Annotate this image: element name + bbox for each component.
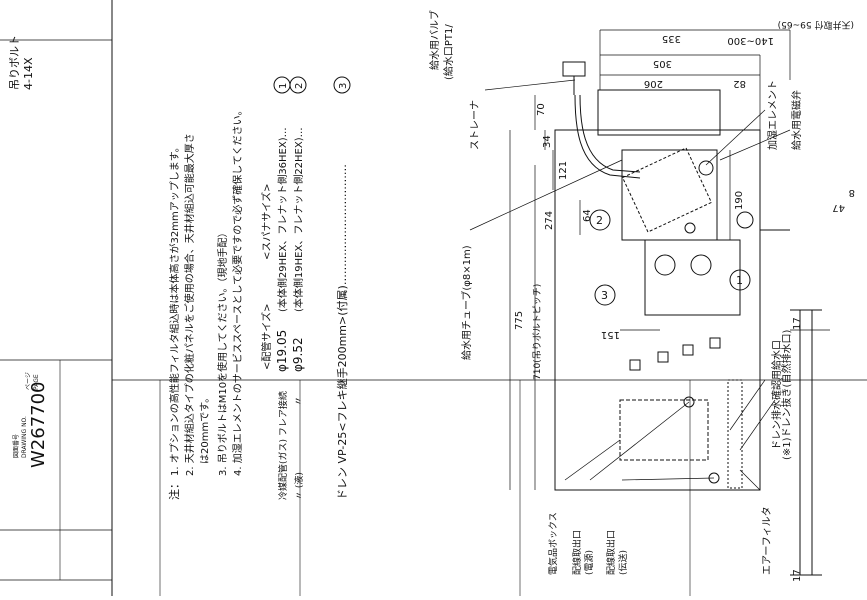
pipe-row1-mark: 1 <box>278 83 289 89</box>
label-water-valve-port: (給水口PT1/ <box>442 24 455 80</box>
opening <box>682 344 694 356</box>
mark-3: 3 <box>601 289 608 302</box>
label-wire-outlet-power: 配線取出口 <box>571 530 583 575</box>
dim-17-bottom: 17 <box>792 569 803 582</box>
opening <box>629 359 641 371</box>
wire-outlet-power-circle <box>683 396 695 408</box>
label-water-valve: 給水用バルブ <box>428 10 441 70</box>
dim-8: 8 <box>849 187 855 198</box>
notes-heading: 注： <box>167 478 181 500</box>
label-drain-plug: (※1)ドレン抜き(自然排水口) <box>780 330 793 460</box>
dim-64: 64 <box>582 209 593 222</box>
label-elec-box: 電気品ボックス <box>547 512 559 575</box>
dim-47: 47 <box>832 202 845 213</box>
water-valve-shape <box>562 61 586 77</box>
opening <box>709 337 721 349</box>
dim-305: 305 <box>653 58 672 69</box>
electric-box-dashed <box>619 399 709 461</box>
label-humid-element: 加湿エレメント <box>767 80 779 150</box>
drain-mark: 3 <box>338 83 349 89</box>
element-region <box>621 149 718 241</box>
circled-marks: 1 2 3 <box>589 209 751 306</box>
dimension-labels: 335 305 206 82 140~300 (天井取付 59~65) 70 3… <box>514 19 855 582</box>
drain-port-circle <box>654 254 676 276</box>
mark-2: 2 <box>596 214 603 227</box>
mark-1: 1 <box>736 274 743 287</box>
pipe-conn-gas <box>698 160 714 176</box>
unit-body-outline <box>554 129 761 491</box>
dim-70: 70 <box>536 103 547 116</box>
pipe-row1-spanner: (本体側29HEX、フレナット側36HEX)… <box>276 127 289 312</box>
notes-block: 注： 1. オプションの高性能フィルタ組込時は本体高さが32mmアップします。 … <box>167 105 244 500</box>
corner-note-line1: 吊りボルト <box>8 35 21 90</box>
note-3: 3. 吊りボルトはM10を使用してください。（現地手配） <box>216 228 229 476</box>
air-filter-strip <box>727 379 743 489</box>
part-labels: 給水用バルブ (給水口PT1/ ストレーナ 加湿エレメント 給水用電磁弁 給水用… <box>428 10 803 575</box>
dim-775: 775 <box>514 311 525 330</box>
dim-bolt-pitch: 710(吊りボルトピッチ) <box>532 284 543 380</box>
pipe-sizes-block: <配管サイズ> <スパナサイズ> 冷媒配管(ガス) フレア接続 φ19.05 (… <box>260 76 351 500</box>
humidifier-housing <box>597 89 721 136</box>
note-2: 2. 天井材組込タイプの化粧パネルをご使用の場合、天井材組込可能最大厚さ <box>183 133 196 476</box>
drawing-number: W267700 <box>28 381 49 468</box>
dim-82: 82 <box>733 78 746 89</box>
page-label-en: PAGE <box>33 374 40 390</box>
water-tube-line-2 <box>579 94 641 173</box>
humid-element-dashed <box>621 147 713 233</box>
drain-panel <box>644 239 741 316</box>
drain-mark-circle <box>333 76 351 94</box>
dim-335: 335 <box>662 33 681 44</box>
dim-151: 151 <box>601 329 620 340</box>
label-wire-outlet-power-sub: (電源) <box>584 550 595 575</box>
opening <box>657 351 669 363</box>
note-4: 4. 加湿エレメントのサービススペースとして必要ですので必ず確保してください。 <box>231 105 244 476</box>
pipe-row2-size: φ9.52 <box>291 337 305 372</box>
corner-note: 吊りボルト 4-14X <box>8 35 35 90</box>
pipe-row2-mark: 2 <box>294 83 305 89</box>
dim-274: 274 <box>544 211 555 230</box>
pipe-row2-spanner: (本体側19HEX、フレナット側22HEX)… <box>292 127 305 312</box>
drawing-no-label-en: DRAWING NO. <box>21 416 28 458</box>
dimension-lines <box>509 29 830 490</box>
dim-190: 190 <box>734 191 745 210</box>
pipe-row2-label: 〃 (液) <box>293 472 305 500</box>
pipe-row2-mark-circle <box>289 76 307 94</box>
pipe-size-header: <配管サイズ> <box>260 304 273 370</box>
drawing-no-label-jp: 図面番号 <box>13 434 20 458</box>
dim-34: 34 <box>542 135 553 148</box>
label-water-solenoid: 給水用電磁弁 <box>790 90 803 150</box>
pipe-row2-ditto: 〃 <box>294 396 305 406</box>
dim-206: 206 <box>644 78 663 89</box>
corner-note-line2: 4-14X <box>22 57 35 90</box>
pipe-row1-size: φ19.05 <box>275 330 289 372</box>
label-strainer: ストレーナ <box>469 100 481 150</box>
drain-port-circle-2 <box>690 254 712 276</box>
label-wire-outlet-signal: 配線取出口 <box>605 530 617 575</box>
page-label-jp: ページ <box>25 372 32 390</box>
note-1: 1. オプションの高性能フィルタ組込時は本体高さが32mmアップします。 <box>168 142 181 476</box>
dim-59-65: (天井取付 59~65) <box>778 19 854 31</box>
unit-drawing <box>554 61 822 576</box>
label-wire-outlet-signal-sub: (伝送) <box>617 550 629 575</box>
dim-140-300: 140~300 <box>727 35 774 46</box>
pipe-conn-liquid <box>684 222 696 234</box>
leader-lines <box>469 79 791 491</box>
water-tube-line <box>574 94 641 179</box>
drain-spec: ドレン VP-25<フレキ継手200mm>(付属)…………………………… <box>335 164 349 500</box>
mount-hole <box>736 211 754 229</box>
label-air-filter: エアーフィルタ <box>761 506 773 575</box>
label-drain-check: ドレン排水確認用給水口 <box>770 340 783 450</box>
spanner-size-header: <スパナサイズ> <box>260 184 273 260</box>
pipe-row1-label: 冷媒配管(ガス) フレア接続 <box>277 391 289 500</box>
dim-121: 121 <box>558 161 569 180</box>
note-2-cont: は20mmです。 <box>199 393 211 464</box>
dim-17-top: 17 <box>792 317 803 330</box>
label-water-tube: 給水用チューブ(φ8×1m) <box>460 245 473 360</box>
